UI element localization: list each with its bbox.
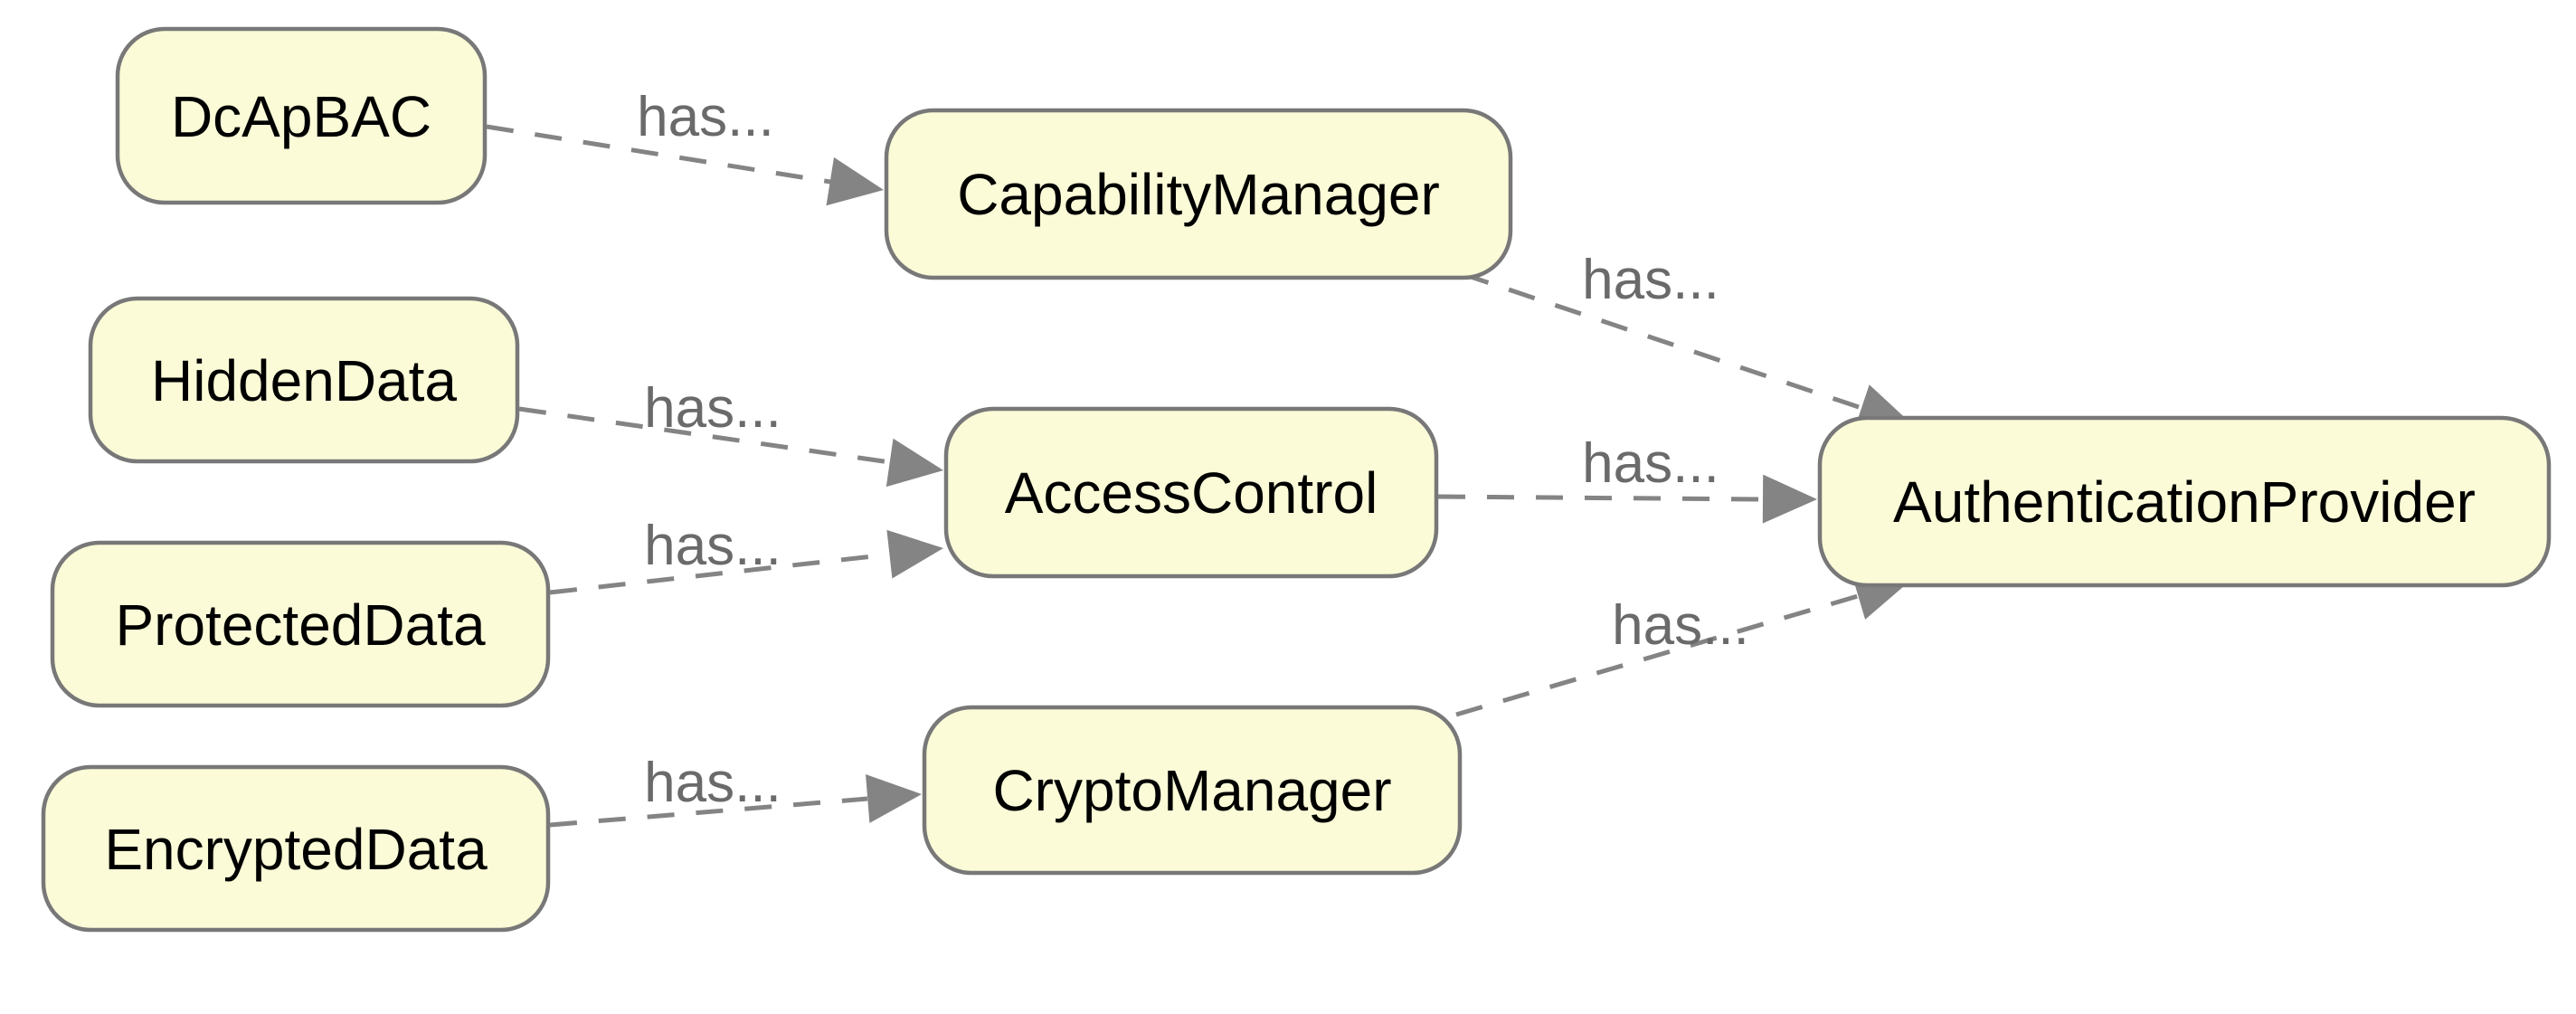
edge-line: [549, 796, 868, 828]
node-label: CryptoManager: [992, 758, 1391, 823]
node-label: EncryptedData: [104, 817, 488, 882]
node-protecteddata[interactable]: ProtectedData: [50, 540, 551, 708]
node-label: CapabilityManager: [957, 162, 1440, 227]
edge-capabilitymanager-authenticationprovider[interactable]: has...: [1462, 249, 1913, 431]
node-shape: [50, 540, 551, 708]
edge-line: [549, 552, 890, 595]
node-encrypteddata[interactable]: EncryptedData: [41, 764, 551, 933]
node-shape: [884, 108, 1513, 280]
node-label: ProtectedData: [115, 592, 486, 658]
edge-label: has...: [1582, 432, 1719, 495]
node-shape: [88, 296, 520, 464]
node-shape: [115, 26, 488, 205]
node-label: AuthenticationProvider: [1893, 469, 2476, 535]
edge-label: has...: [644, 752, 781, 814]
edge-protecteddata-accesscontrol[interactable]: has...: [549, 515, 943, 595]
node-label: AccessControl: [1005, 460, 1378, 526]
node-cryptomanager[interactable]: CryptoManager: [922, 705, 1463, 876]
edge-label: has...: [637, 86, 774, 148]
node-dcapbac[interactable]: DcApBAC: [115, 26, 488, 205]
edge-dcapbac-capabilitymanager[interactable]: has...: [486, 86, 884, 206]
node-shape: [922, 705, 1463, 876]
node-accesscontrol[interactable]: AccessControl: [943, 406, 1439, 579]
edge-accesscontrol-authenticationprovider[interactable]: has...: [1437, 432, 1817, 524]
edge-hiddendata-accesscontrol[interactable]: has...: [518, 377, 943, 488]
arrowhead-icon: [826, 156, 884, 206]
edge-label: has...: [1582, 249, 1719, 311]
node-shape: [41, 764, 551, 933]
edge-line: [1462, 271, 1862, 411]
node-label: DcApBAC: [171, 84, 431, 149]
arrowhead-icon: [886, 529, 943, 579]
arrowhead-icon: [886, 438, 943, 488]
arrowhead-icon: [866, 774, 922, 823]
arrowhead-icon: [1762, 474, 1817, 524]
edge-label: has...: [1612, 594, 1749, 657]
edge-label: has...: [644, 515, 781, 577]
node-shape: [943, 406, 1439, 579]
edge-label: has...: [644, 377, 781, 440]
node-shape: [1817, 415, 2552, 588]
edge-line: [486, 124, 831, 185]
node-label: HiddenData: [151, 348, 457, 413]
edge-line: [1455, 593, 1859, 717]
node-authenticationprovider[interactable]: AuthenticationProvider: [1817, 415, 2552, 588]
edge-encrypteddata-cryptomanager[interactable]: has...: [549, 752, 922, 828]
edge-line: [518, 406, 891, 465]
node-hiddendata[interactable]: HiddenData: [88, 296, 520, 464]
node-capabilitymanager[interactable]: CapabilityManager: [884, 108, 1513, 280]
edge-cryptomanager-authenticationprovider[interactable]: has...: [1455, 573, 1910, 717]
edge-line: [1437, 494, 1764, 502]
